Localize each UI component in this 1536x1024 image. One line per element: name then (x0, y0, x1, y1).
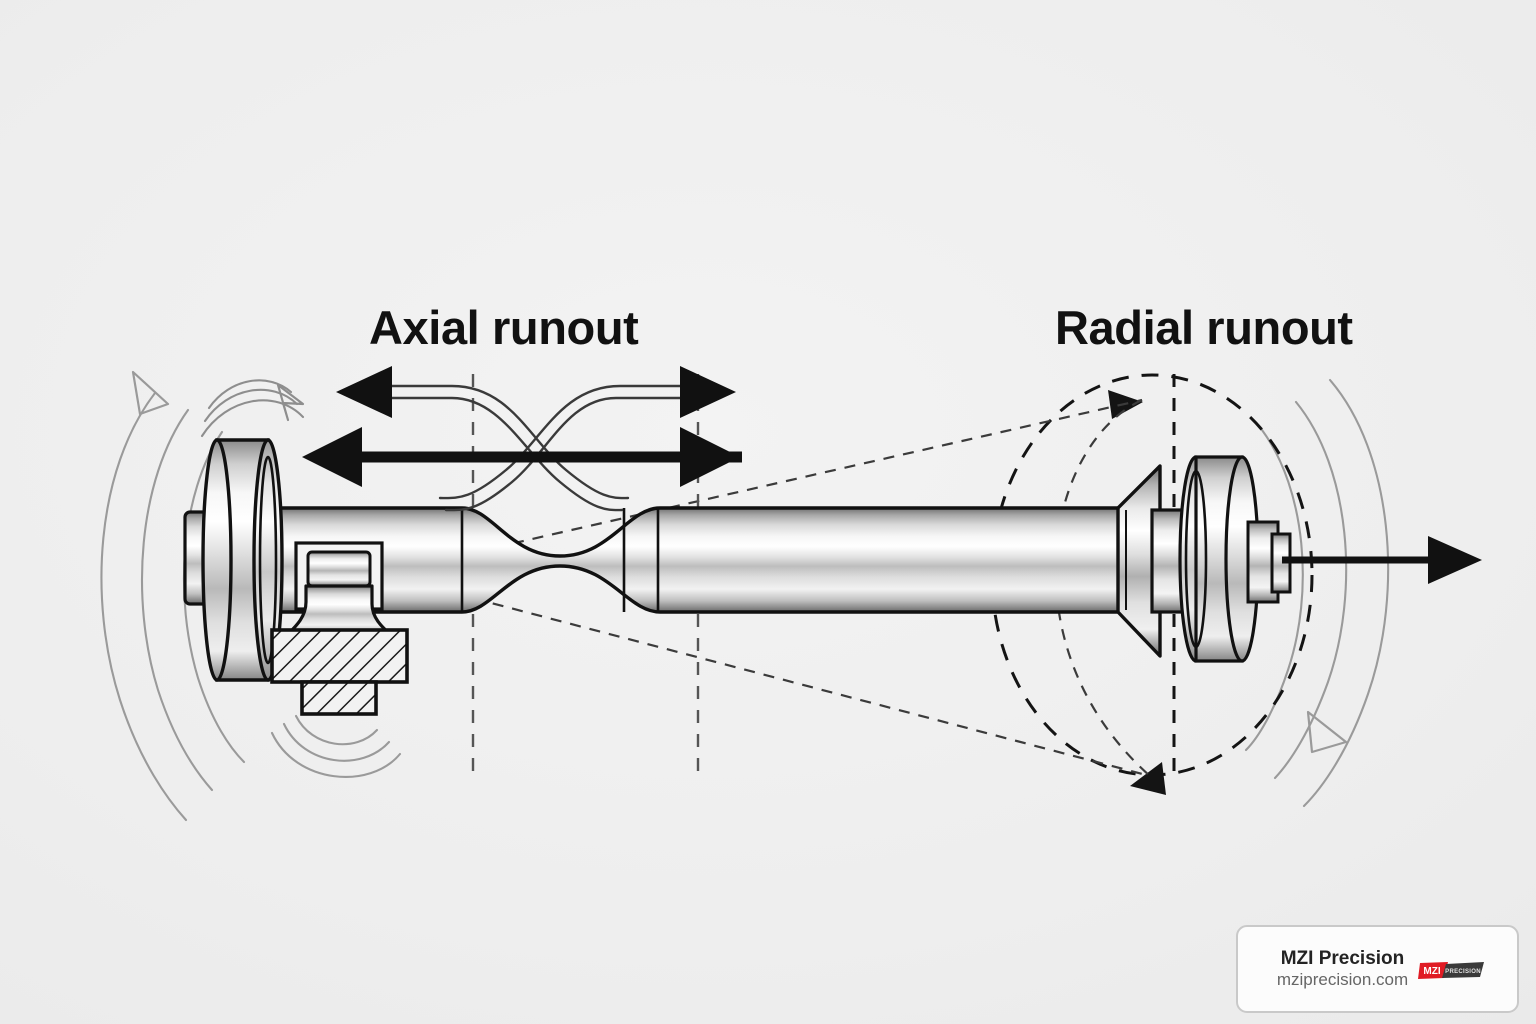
right-taper-cone (1116, 464, 1162, 658)
radial-runout-label: Radial runout (1055, 301, 1353, 354)
axial-crossing-arrow (376, 384, 696, 512)
rotation-axis-arrow (1282, 536, 1482, 584)
brand-text: MZI Precision mziprecision.com (1277, 948, 1408, 990)
axial-arrow-left-head-icon (302, 427, 362, 487)
svg-text:MZI: MZI (1424, 966, 1441, 977)
right-flange-disc (1178, 455, 1260, 663)
mzi-logo-icon: MZI PRECISION (1418, 959, 1485, 981)
axial-double-arrow (302, 427, 742, 487)
right-stub-shaft (1246, 520, 1292, 604)
axial-runout-label: Axial runout (369, 301, 639, 354)
brand-card[interactable]: MZI Precision mziprecision.com MZI PRECI… (1236, 925, 1519, 1013)
svg-text:PRECISION: PRECISION (1445, 969, 1481, 975)
left-motion-arcs (100, 391, 246, 822)
crossing-arrow-right-head-icon (680, 366, 736, 418)
company-name: MZI Precision (1280, 947, 1405, 969)
brand-card-content: MZI Precision mziprecision.com MZI PRECI… (1271, 948, 1485, 990)
left-rotation-arrowhead-icon (131, 370, 170, 416)
right-rotation-arrowhead-icon (1306, 710, 1348, 754)
axial-arrow-right-head-icon (680, 427, 740, 487)
right-motion-arcs (1244, 378, 1390, 808)
main-shaft-body (256, 506, 1122, 614)
bottom-left-vibration-arcs (270, 714, 402, 778)
top-left-vibration-arcs (200, 379, 305, 438)
axis-arrow-head-icon (1428, 536, 1482, 584)
support-block-hatched (270, 628, 409, 716)
crossing-arrow-left-head-icon (336, 366, 392, 418)
shaft-assembly (183, 438, 1292, 716)
measuring-head-assembly (284, 541, 394, 638)
top-left-arc-arrowhead-icon (276, 383, 305, 422)
company-website: mziprecision.com (1276, 970, 1409, 990)
axial-crossing-arrowheads (336, 366, 736, 418)
left-flange-disc (201, 438, 284, 682)
